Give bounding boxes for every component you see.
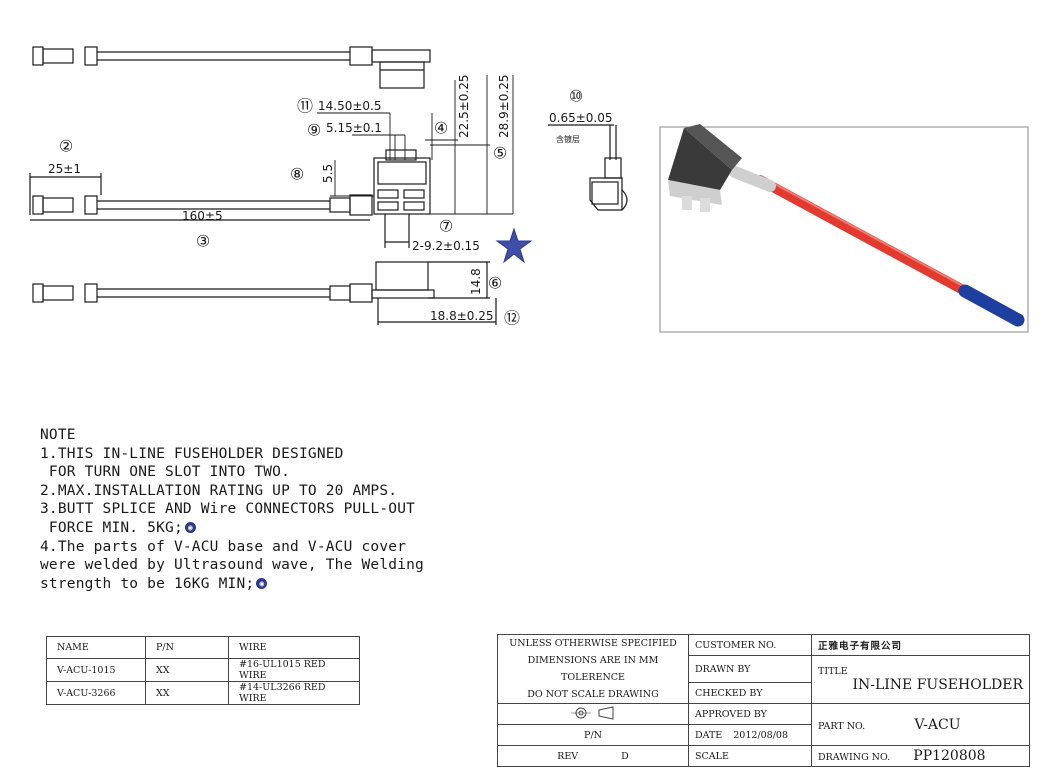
header-wire: WIRE (228, 636, 360, 659)
spec-notes: UNLESS OTHERWISE SPECIFIED DIMENSIONS AR… (497, 634, 689, 704)
dim-28-9: 28.9±0.25 (497, 75, 511, 139)
cell-wire: #16-UL1015 RED WIRE (228, 658, 360, 682)
balloon-5: ⑤ (493, 144, 507, 163)
balloon-8: ⑧ (290, 165, 304, 184)
title-label: TITLE (818, 666, 848, 677)
rev-cell: REV D (497, 745, 689, 767)
dim-2-9-2: 2-9.2±0.15 (412, 239, 480, 253)
balloon-4: ④ (434, 119, 448, 138)
title-value: IN-LINE FUSEHOLDER (852, 677, 1023, 693)
notes-heading: NOTE (40, 427, 76, 443)
projection-symbol-icon (571, 705, 614, 720)
star-marker-icon (495, 227, 533, 264)
dim-14-8: 14.8 (469, 268, 483, 295)
note-line-5-wrap: FORCE MIN. 5KG;◉ (40, 519, 460, 538)
date-cell: DATE 2012/08/08 (688, 724, 812, 746)
cell-name: V-ACU-1015 (46, 658, 146, 682)
dimension-labels: 14.50±0.5 5.15±0.1 25±1 160±5 2-9.2±0.15… (48, 75, 613, 324)
part-no-label: PART NO. (818, 720, 866, 732)
balloon-6: ⑥ (488, 274, 502, 293)
balloon-3: ③ (196, 232, 210, 251)
balloon-numbers: ⑪ ⑨ ④ ⑤ ② ⑧ ⑦ ③ ⑥ ⑫ ⑩ (59, 87, 583, 328)
approved-by-label: APPROVED BY (688, 703, 812, 725)
note-line-1: 1.THIS IN-LINE FUSEHOLDER DESIGNED (40, 445, 344, 462)
balloon-7: ⑦ (439, 217, 453, 236)
part-no-cell: PART NO. V-ACU (811, 703, 1030, 746)
dim-18-8: 18.8±0.25 (430, 309, 494, 323)
note-line-8-wrap: strength to be 16KG MIN;◉ (40, 575, 460, 594)
dimension-lines (317, 75, 514, 215)
top-cable-view (32, 46, 431, 89)
balloon-11: ⑪ (297, 97, 313, 116)
drawn-by-label: DRAWN BY (688, 655, 812, 683)
middle-cable-view (29, 149, 431, 248)
dim-14-50: 14.50±0.5 (318, 99, 382, 113)
table-header-row: NAME P/N WIRE (46, 636, 360, 659)
cell-name: V-ACU-3266 (46, 681, 146, 705)
plating-note: 含镀层 (556, 134, 580, 144)
customer-no-label: CUSTOMER NO. (688, 634, 812, 656)
dim-5-5: 5.5 (321, 164, 335, 183)
note-line-8: strength to be 16KG MIN; (40, 575, 255, 592)
drawing-no-label: DRAWING NO. (818, 752, 891, 763)
spec-line-3: DO NOT SCALE DRAWING (527, 689, 659, 700)
notes-section: NOTE 1.THIS IN-LINE FUSEHOLDER DESIGNED … (40, 426, 460, 593)
title-cell: TITLE IN-LINE FUSEHOLDER (811, 655, 1030, 704)
note-mark-icon: ◉ (184, 522, 196, 534)
spec-line-1: UNLESS OTHERWISE SPECIFIED (509, 638, 677, 649)
checked-by-label: CHECKED BY (688, 682, 812, 704)
note-line-7: were welded by Ultrasound wave, The Weld… (40, 557, 424, 574)
note-mark-icon: ◉ (256, 578, 268, 590)
table-row: V-ACU-3266 XX #14-UL3266 RED WIRE (46, 681, 360, 705)
rev-value: D (621, 750, 629, 762)
dim-0-65: 0.65±0.05 (549, 111, 613, 125)
product-photo (659, 124, 1029, 333)
balloon-9: ⑨ (307, 121, 321, 140)
drawing-no-value: PP120808 (913, 748, 986, 764)
date-value: 2012/08/08 (733, 729, 789, 741)
bottom-cable-view (32, 261, 497, 325)
balloon-2: ② (59, 137, 73, 156)
pn-label: P/N (584, 729, 602, 741)
dim-160: 160±5 (182, 209, 223, 223)
note-line-5: FORCE MIN. 5KG; (40, 519, 183, 536)
projection-symbol (497, 703, 689, 725)
pn-cell: P/N (497, 724, 689, 746)
note-line-2: FOR TURN ONE SLOT INTO TWO. (40, 464, 291, 481)
table-row: V-ACU-1015 XX #16-UL1015 RED WIRE (46, 658, 360, 682)
spec-line-2: DIMENSIONS ARE IN MM TOLERENCE (527, 655, 659, 683)
date-label: DATE (695, 729, 723, 741)
header-pn: P/N (145, 636, 229, 659)
cell-pn: XX (145, 681, 229, 705)
note-line-4: 3.BUTT SPLICE AND Wire CONNECTORS PULL-O… (40, 501, 416, 518)
scale-label: SCALE (688, 745, 812, 767)
balloon-10: ⑩ (569, 87, 583, 106)
parts-table: NAME P/N WIRE V-ACU-1015 XX #16-UL1015 R… (46, 636, 360, 705)
dim-25: 25±1 (48, 162, 81, 176)
part-no-value: V-ACU (914, 716, 961, 733)
side-detail-view (548, 124, 628, 211)
dim-22-5: 22.5±0.25 (457, 75, 471, 139)
cell-pn: XX (145, 658, 229, 682)
dim-5-15: 5.15±0.1 (326, 121, 382, 135)
title-block: UNLESS OTHERWISE SPECIFIED DIMENSIONS AR… (497, 634, 1030, 767)
header-name: NAME (46, 636, 146, 659)
drawing-no-cell: DRAWING NO. PP120808 (811, 745, 1030, 767)
company-name: 正雅电子有限公司 (811, 634, 1030, 656)
note-line-6: 4.The parts of V-ACU base and V-ACU cove… (40, 538, 407, 555)
cell-wire: #14-UL3266 RED WIRE (228, 681, 360, 705)
balloon-12: ⑫ (504, 309, 520, 328)
rev-label: REV (557, 750, 579, 762)
note-line-3: 2.MAX.INSTALLATION RATING UP TO 20 AMPS. (40, 482, 398, 499)
